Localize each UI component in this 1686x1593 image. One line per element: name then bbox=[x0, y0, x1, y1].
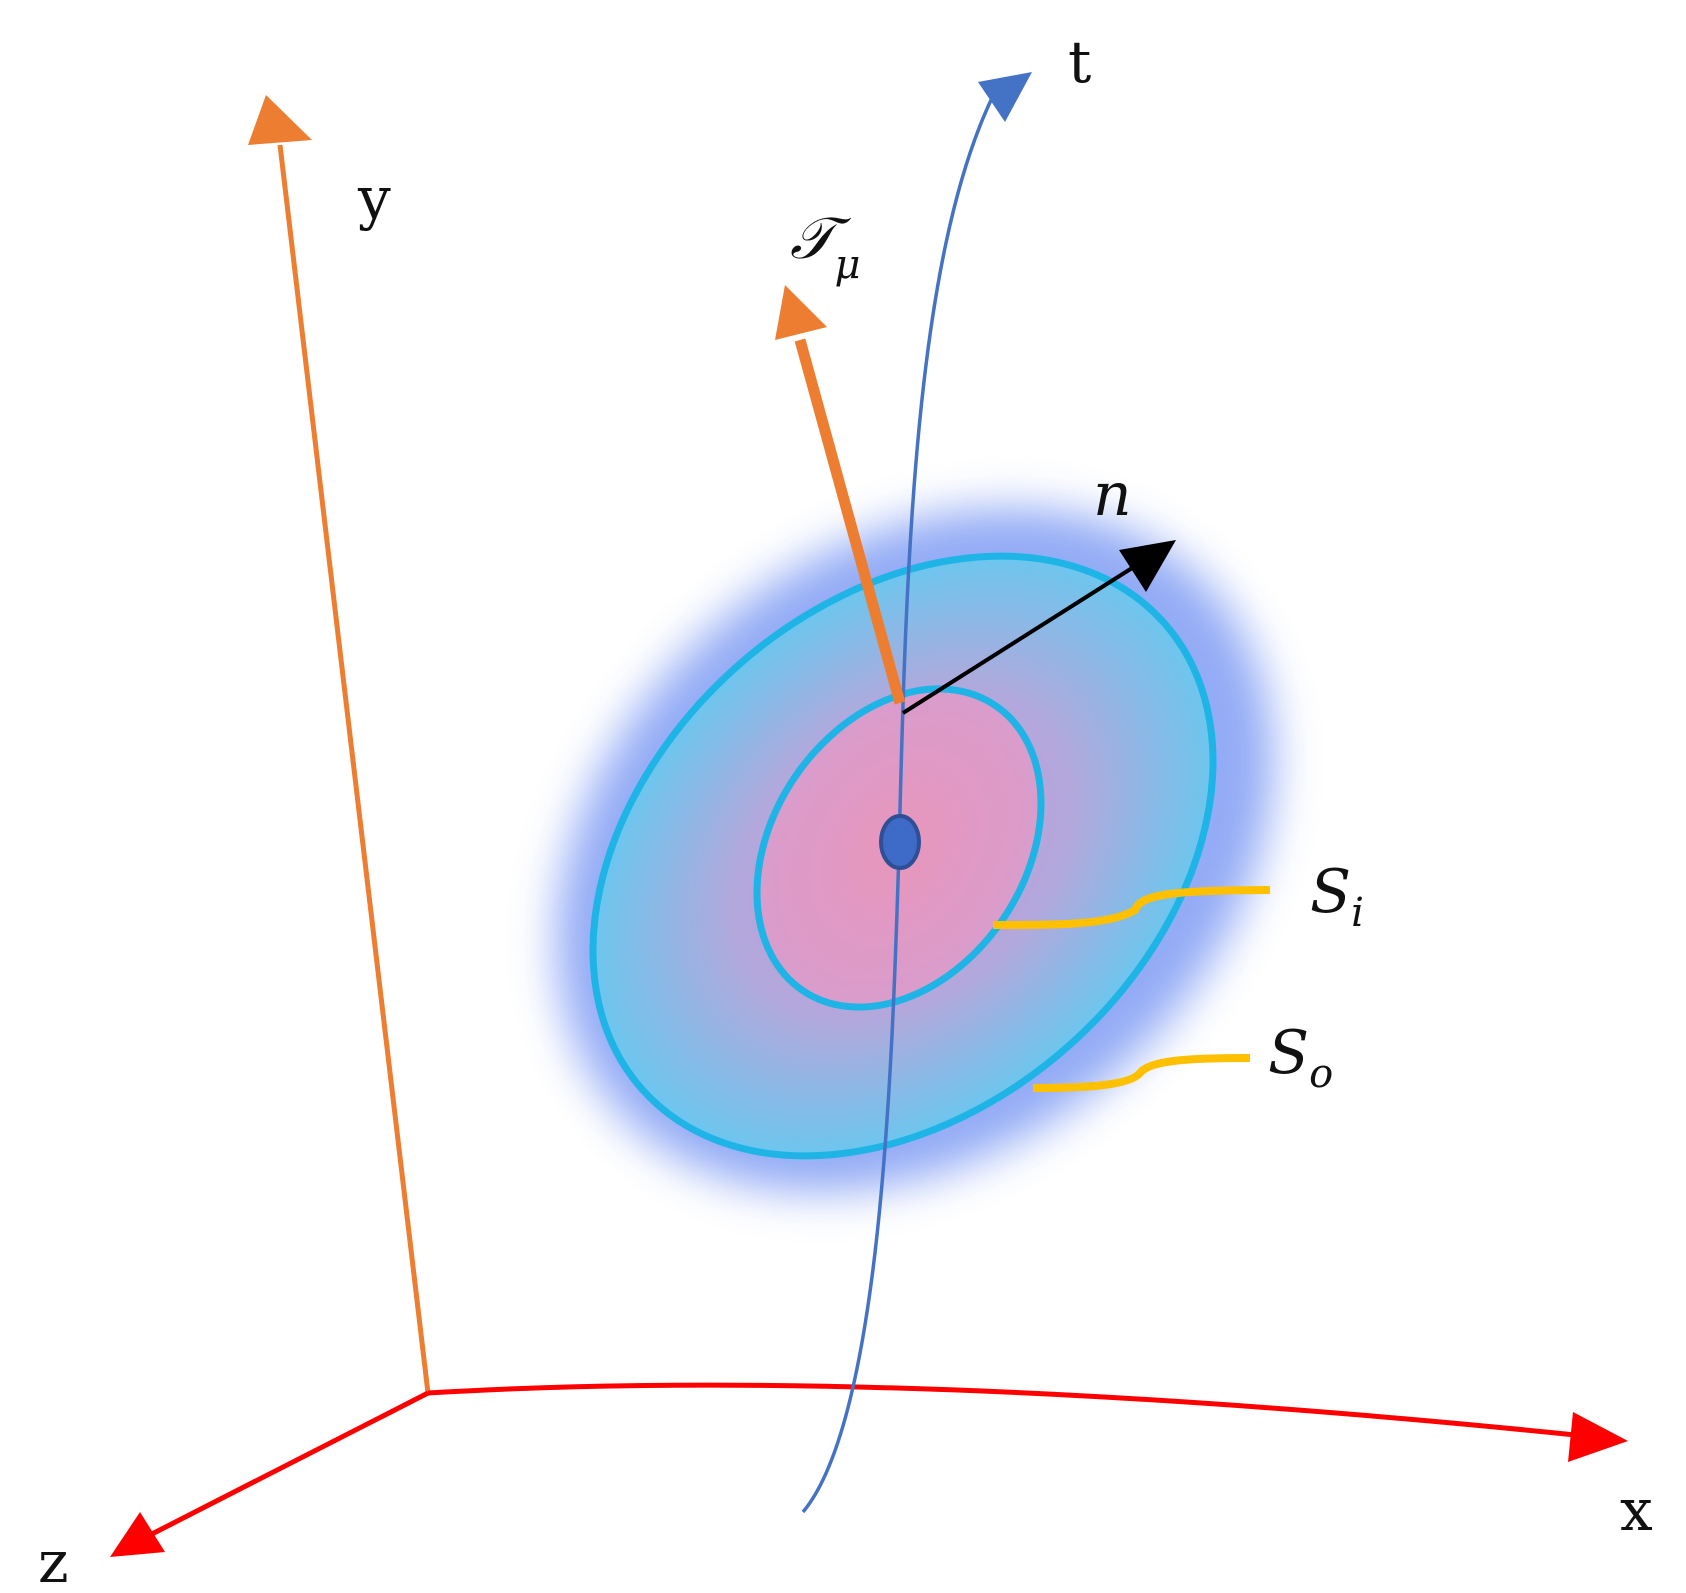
center-point bbox=[879, 814, 921, 870]
so-leader-line bbox=[1032, 1054, 1251, 1092]
z-axis-label: z bbox=[38, 1528, 69, 1593]
so-subscript: o bbox=[1309, 1051, 1333, 1097]
y-axis-label: y bbox=[357, 164, 391, 232]
si-label: Si bbox=[1310, 857, 1364, 936]
y-axis bbox=[248, 95, 431, 1394]
tmu-label: 𝒯μ bbox=[790, 204, 860, 288]
so-symbol: S bbox=[1268, 1018, 1309, 1088]
z-axis bbox=[110, 1390, 430, 1557]
x-axis bbox=[427, 1382, 1628, 1462]
normal-vector bbox=[901, 540, 1176, 715]
x-axis-label: x bbox=[1620, 1476, 1653, 1544]
normal-label: n bbox=[1093, 460, 1132, 530]
tmu-vector bbox=[775, 285, 906, 705]
si-symbol: S bbox=[1310, 857, 1351, 927]
tmu-subscript: μ bbox=[834, 242, 860, 288]
so-label: So bbox=[1268, 1018, 1333, 1097]
si-subscript: i bbox=[1351, 890, 1364, 936]
si-leader-line bbox=[992, 886, 1271, 929]
t-axis-label: t bbox=[1068, 28, 1091, 96]
